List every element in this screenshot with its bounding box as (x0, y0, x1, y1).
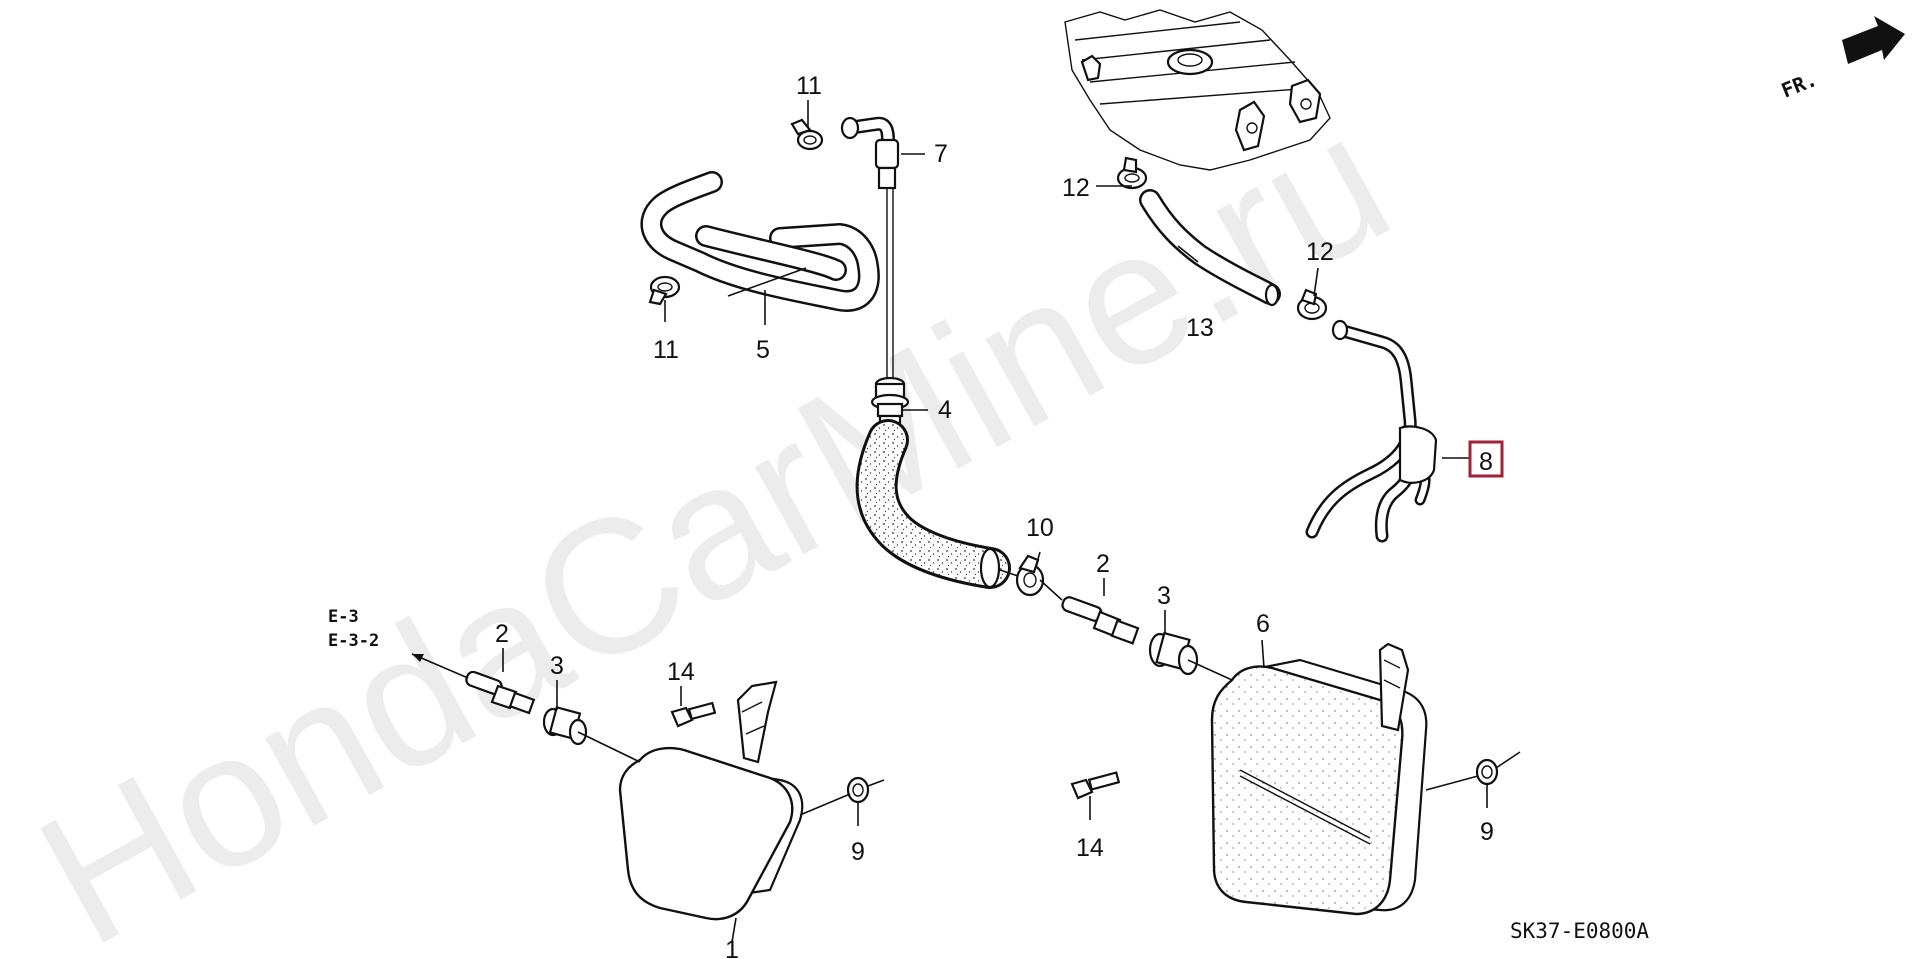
resonator-chamber-6 (1210, 642, 1499, 916)
grommet-3-left (542, 705, 588, 746)
fitting-2-left (465, 670, 536, 715)
clamp-12-lower (1296, 288, 1328, 321)
callout-7: 7 (934, 140, 948, 168)
clamp-12-upper (1116, 156, 1148, 190)
callout-8: 8 (1479, 448, 1493, 476)
callout-12-lower: 12 (1306, 238, 1334, 266)
callout-2-center: 2 (1096, 550, 1110, 578)
breather-pipe-8 (1305, 319, 1438, 543)
grommet-hose-4 (855, 376, 1011, 589)
reference-code-e3: E-3 (328, 607, 359, 627)
clamp-11-lower (648, 275, 681, 306)
callout-8-highlight-box (1468, 440, 1504, 478)
callout-3-center: 3 (1157, 582, 1171, 610)
callout-14-center: 14 (1076, 834, 1104, 862)
callout-4: 4 (938, 396, 952, 424)
callout-11-upper: 11 (796, 72, 822, 100)
reference-code-e3-2: E-3-2 (328, 631, 379, 651)
hose-13 (1139, 189, 1281, 307)
callout-3-left: 3 (550, 652, 564, 680)
bolt-14-left (670, 701, 717, 728)
bolt-14-center (1070, 771, 1121, 800)
callout-14-left: 14 (667, 658, 695, 686)
pcv-valve-7 (841, 116, 900, 380)
grommet-3-center (1148, 631, 1199, 676)
callout-9-right: 9 (1480, 818, 1494, 846)
leader-lines (502, 100, 1521, 943)
clamp-11-upper (790, 116, 860, 151)
fitting-2-center (1061, 596, 1140, 645)
clamp-10 (1015, 554, 1045, 597)
callout-1: 1 (725, 936, 739, 959)
hose-5 (640, 171, 880, 312)
callout-9-left: 9 (851, 838, 865, 866)
front-direction-arrow: FR. (1778, 16, 1905, 103)
diagram-code: SK37-E0800A (1510, 919, 1649, 943)
engine-cylinder-head (1064, 9, 1331, 171)
reference-arrow (411, 653, 469, 679)
callout-6: 6 (1256, 610, 1270, 638)
callout-2-left: 2 (495, 620, 509, 648)
callout-10: 10 (1026, 514, 1054, 542)
callout-13: 13 (1186, 314, 1214, 342)
front-direction-label: FR. (1778, 67, 1820, 103)
resonator-chamber-1 (618, 680, 870, 921)
callout-12-upper: 12 (1062, 174, 1090, 202)
callout-5: 5 (756, 336, 770, 364)
callout-11-lower: 11 (653, 336, 679, 364)
